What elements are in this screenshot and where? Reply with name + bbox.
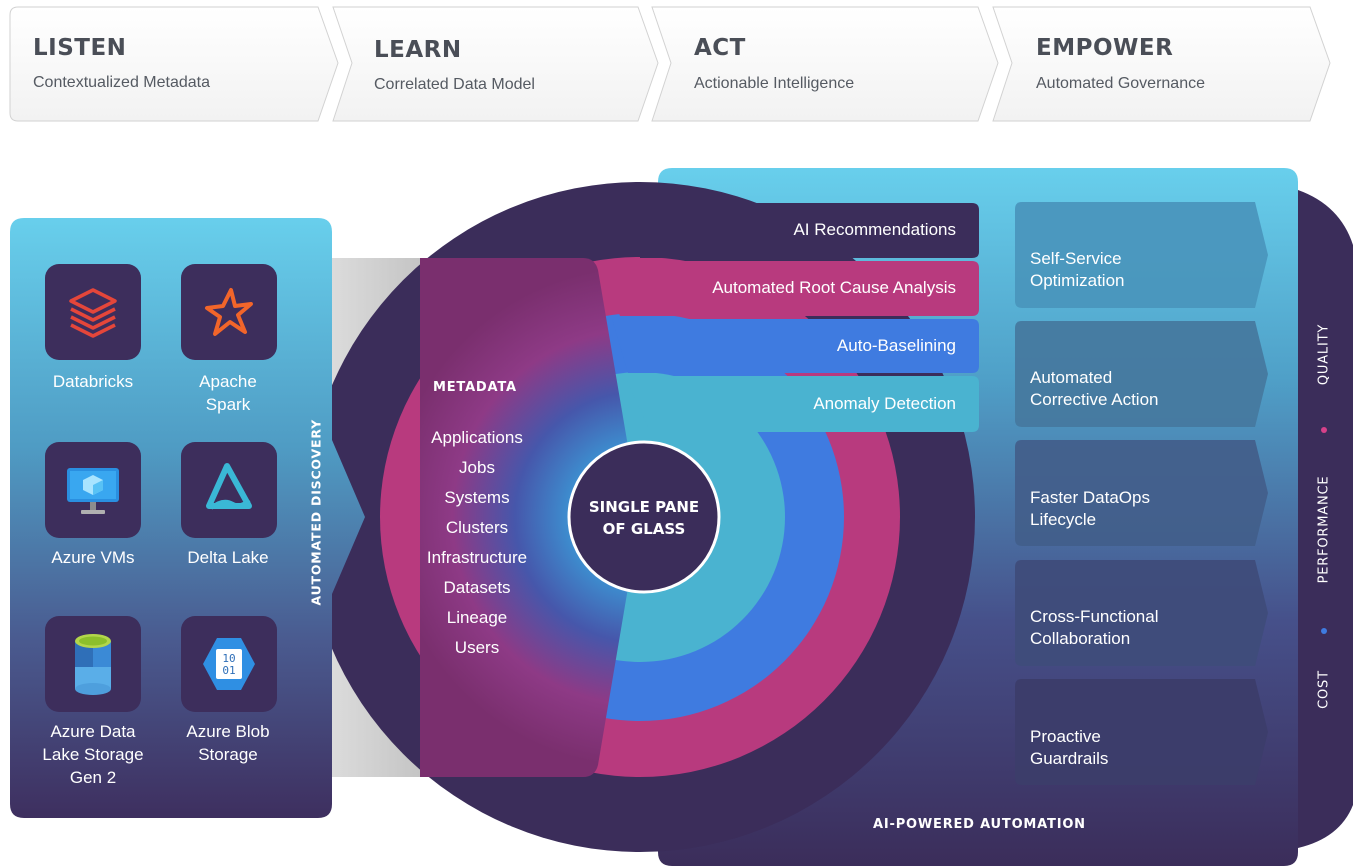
source-label-apache-spark: Apache Spark [199,372,257,414]
band-label-auto-baselining: Auto-Baselining [836,336,956,355]
step-title-learn: LEARN [374,37,462,63]
benefit-dataops-lifecycle-line-1: Faster DataOps [1030,488,1150,507]
delta-lake-tile [181,442,277,538]
source-label-azure-blob: Azure Blob Storage [186,722,270,764]
benefit-dataops-lifecycle-line-2: Lifecycle [1030,510,1097,529]
apache-spark-tile [181,264,277,360]
svg-text:01: 01 [222,664,235,677]
single-pane-label: SINGLE PANE OF GLASS [564,496,724,540]
source-label-azure-data-lake: Azure Data Lake Storage Gen 2 [42,722,144,787]
metadata-item-systems: Systems [444,488,510,507]
benefit-collaboration-line-2: Collaboration [1030,629,1131,648]
metadata-item-infrastructure: Infrastructure [426,548,528,567]
metadata-title: METADATA [433,380,517,395]
band-label-ai-recommendations: AI Recommendations [793,220,956,239]
band-label-anomaly-detection: Anomaly Detection [813,394,956,413]
step-chevron-learn [332,6,659,122]
benefit-self-service-line-2: Optimization [1030,271,1125,290]
benefit-guardrails: Proactive Guardrails [1030,726,1108,770]
single-pane-circle [567,440,721,594]
metadata-item-users: Users [454,638,500,657]
step-chevron-empower [992,6,1331,122]
databricks-tile [45,264,141,360]
step-chevron-listen [9,6,339,122]
svg-text:10: 10 [222,652,235,665]
step-subtitle-empower: Automated Governance [1036,75,1205,92]
databricks-icon [69,288,117,338]
pillar-divider-dot [1321,427,1327,433]
pillar-performance: PERFORMANCE [1316,475,1332,584]
benefit-self-service: Self-Service Optimization [1030,248,1124,292]
pillar-quality: QUALITY [1316,323,1332,386]
metadata-item-jobs: Jobs [459,458,495,477]
single-pane-line-1: SINGLE PANE [588,498,700,516]
single-pane-line-2: OF GLASS [602,520,686,538]
metadata-item-clusters: Clusters [445,518,509,537]
apache-spark-icon [205,288,253,336]
step-subtitle-learn: Correlated Data Model [374,76,535,93]
benefit-guardrails-line-1: Proactive [1030,727,1101,746]
benefit-self-service-line-1: Self-Service [1030,249,1122,268]
pillars-strip [1298,190,1353,848]
benefit-dataops-lifecycle: Faster DataOps Lifecycle [1030,487,1150,531]
azure-data-lake-tile [45,616,141,712]
metadata-item-applications: Applications [431,428,523,447]
benefit-collaboration-line-1: Cross-Functional [1030,607,1159,626]
step-title-empower: EMPOWER [1036,35,1174,61]
source-label-databricks: Databricks [52,372,134,391]
band-ai-recommendations [640,203,979,258]
pillar-cost: COST [1316,670,1332,709]
step-chevron-act [651,6,999,122]
steps-banner [9,6,1331,122]
band-root-cause [600,261,979,316]
azure-blob-tile: 10 01 [181,616,277,712]
benefit-corrective-action-line-1: Automated [1030,368,1113,387]
delta-lake-icon [206,463,252,510]
benefit-shapes [1015,202,1268,785]
step-title-listen: LISTEN [33,35,127,61]
ai-powered-automation-label: AI-POWERED AUTOMATION [873,817,1086,832]
azure-data-lake-icon [75,634,111,695]
azure-vms-icon [67,468,119,514]
metadata-item-datasets: Datasets [443,578,511,597]
step-subtitle-listen: Contextualized Metadata [33,74,210,91]
benefit-corrective-action-line-2: Corrective Action [1030,390,1159,409]
source-label-azure-vms: Azure VMs [51,548,135,567]
metadata-item-lineage: Lineage [446,608,508,627]
pillar-divider-dot [1321,628,1327,634]
benefit-corrective-action: Automated Corrective Action [1030,367,1159,411]
source-label-delta-lake: Delta Lake [187,548,269,567]
azure-vms-tile [45,442,141,538]
band-auto-baselining [612,319,979,373]
automated-discovery-label: AUTOMATED DISCOVERY [308,419,324,606]
step-title-act: ACT [694,35,746,61]
step-subtitle-act: Actionable Intelligence [694,75,855,92]
azure-blob-icon: 10 01 [203,638,255,690]
band-anomaly-detection [625,376,979,432]
benefit-collaboration: Cross-Functional Collaboration [1030,606,1159,650]
band-label-root-cause: Automated Root Cause Analysis [712,278,956,297]
benefit-guardrails-line-2: Guardrails [1030,749,1109,768]
